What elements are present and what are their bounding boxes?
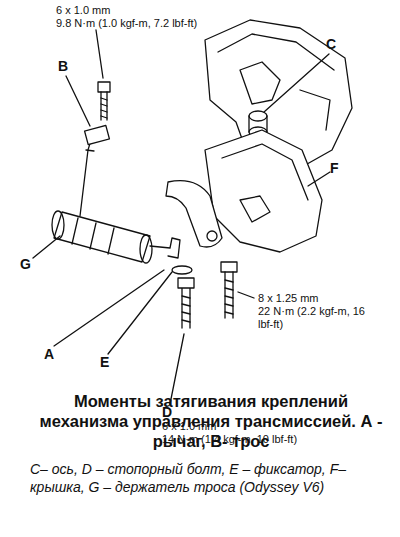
- callout-letter: B: [58, 58, 68, 74]
- callout-letter: D: [162, 404, 172, 420]
- torque-label: 14 N·m (1.4 kgf-m, 10 lbf-ft): [162, 433, 297, 446]
- figure-caption: C– ось, D – стопорный болт, E – фиксатор…: [30, 460, 392, 496]
- torque-label: 22 N·m (2.2 kgf-m, 16 lbf-ft): [258, 305, 370, 331]
- torque-label: 9.8 N·m (1.0 kgf-m, 7.2 lbf-ft): [56, 17, 197, 30]
- callout-letter: C: [326, 36, 336, 52]
- dimension-label: 6 x 1.0 mm: [56, 4, 110, 17]
- callout-letter: G: [20, 256, 31, 272]
- callout-letter: A: [44, 346, 54, 362]
- callout-letter: E: [100, 354, 109, 370]
- dimension-label: 6 x 1.0 mm: [162, 420, 216, 433]
- callout-letter: F: [330, 160, 339, 176]
- dimension-label: 8 x 1.25 mm: [258, 292, 319, 305]
